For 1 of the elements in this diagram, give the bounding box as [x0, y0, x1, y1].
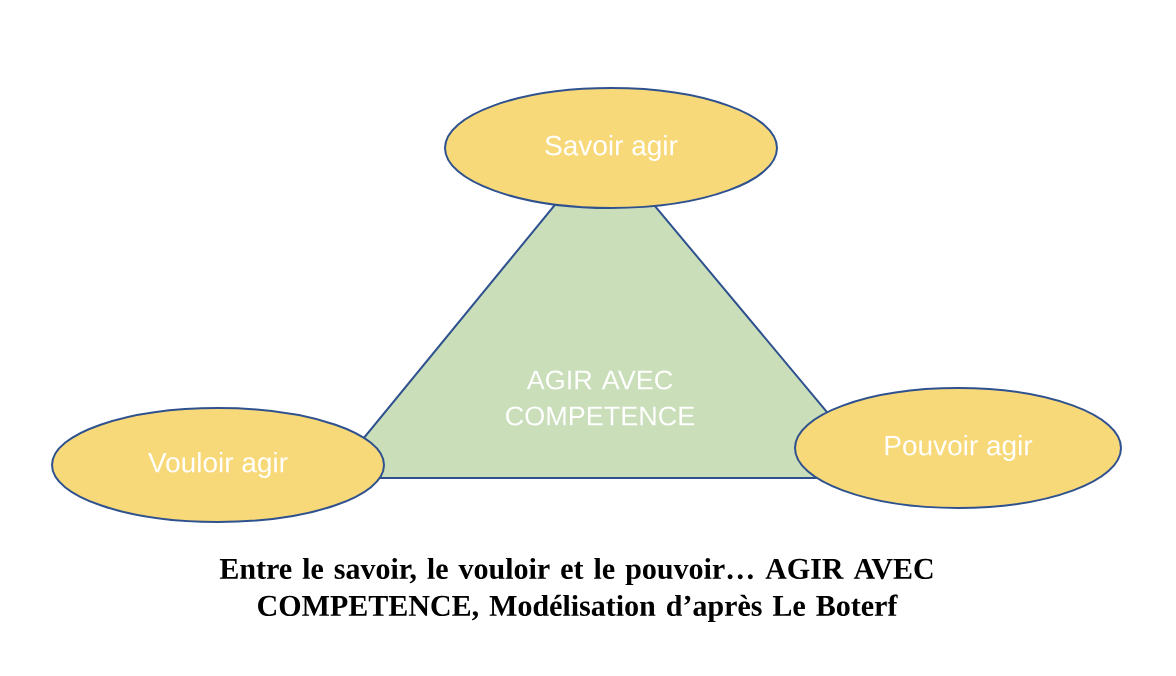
caption: Entre le savoir, le vouloir et le pouvoir… AGIR AVEC COMPETENCE, Modélisation d’après Le Boterf	[219, 557, 933, 623]
